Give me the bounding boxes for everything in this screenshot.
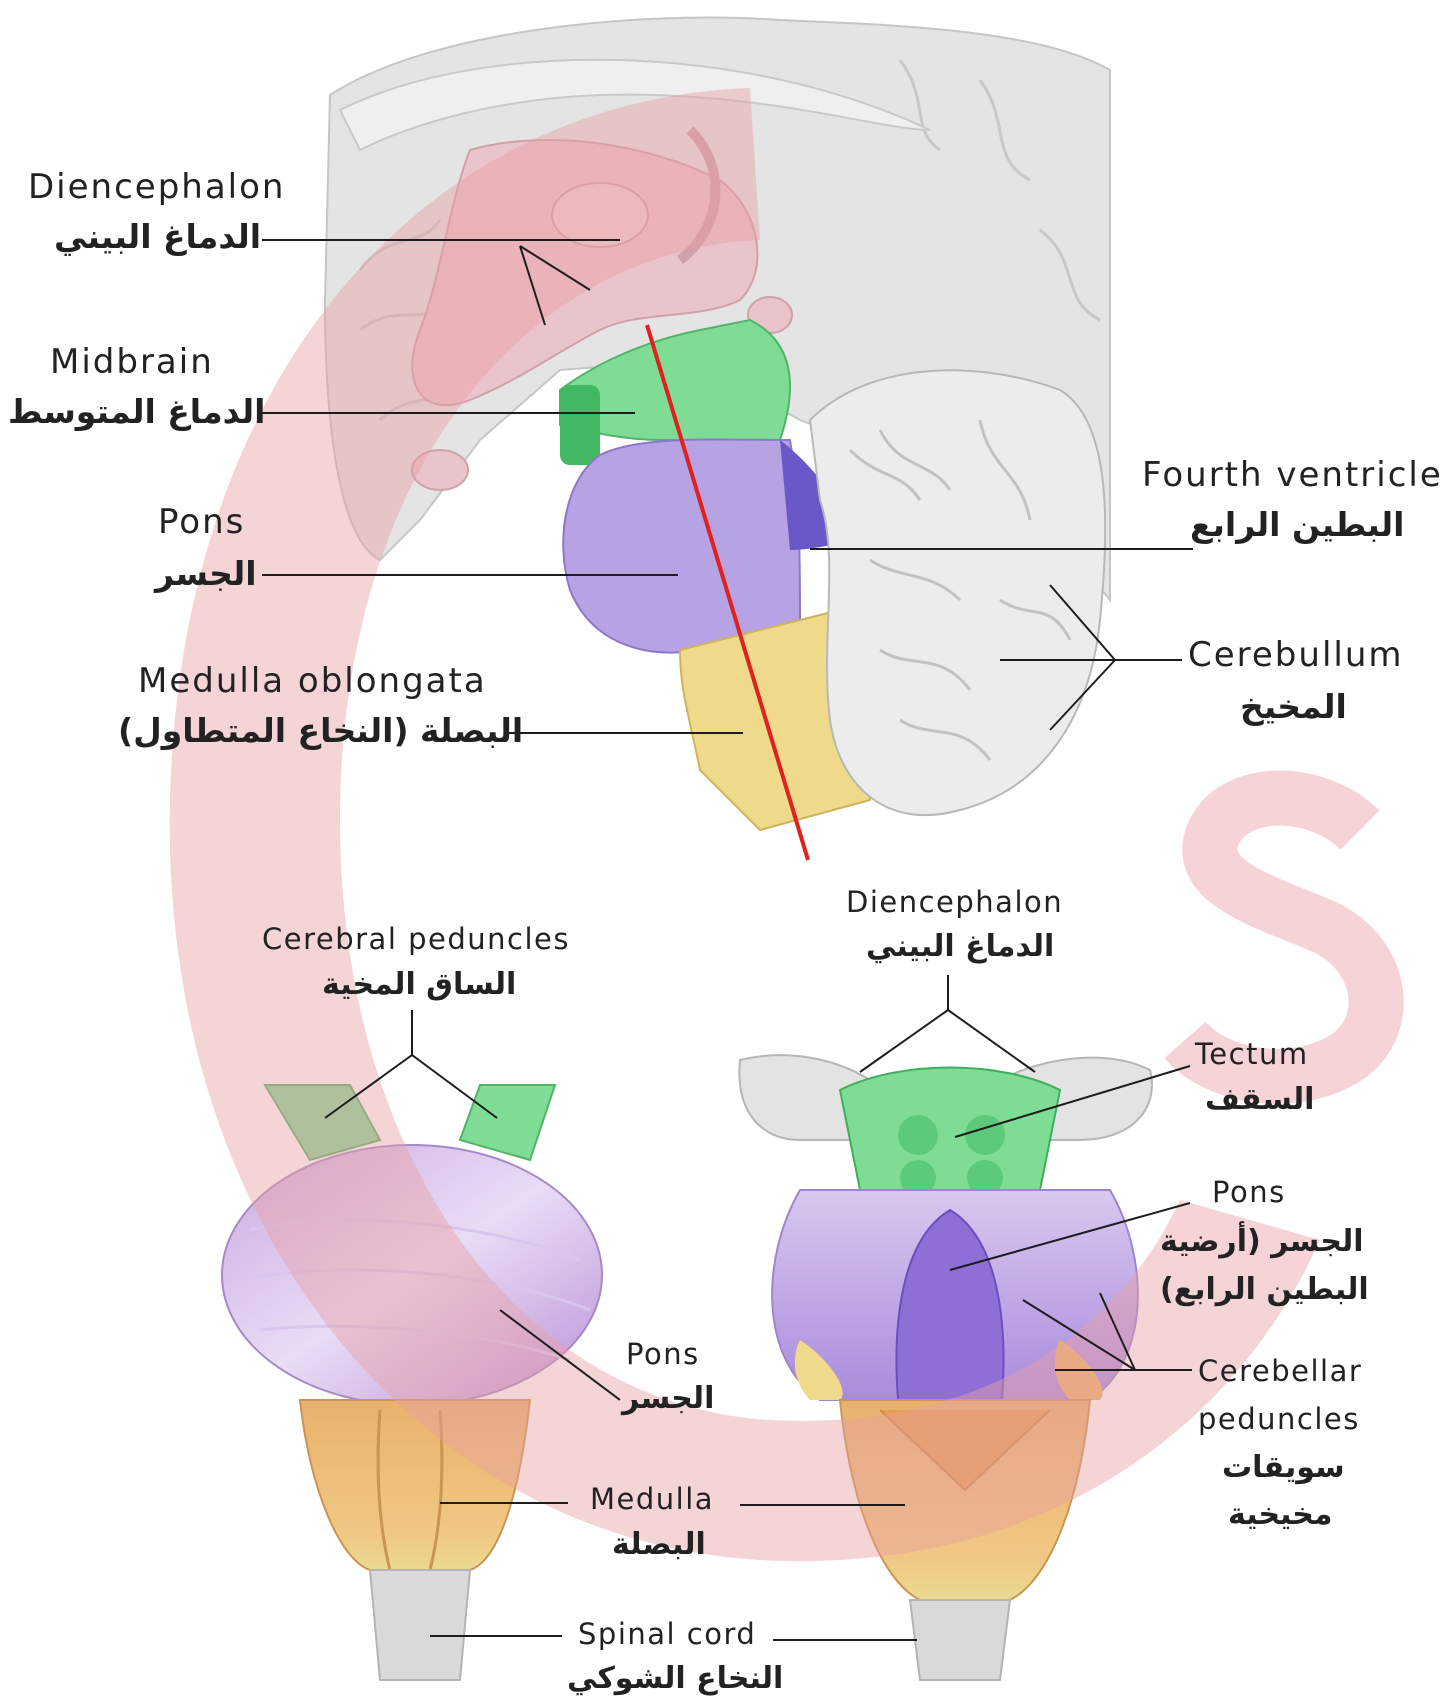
posterior-tectum xyxy=(840,1068,1060,1191)
label-pons-en: Pons xyxy=(158,505,245,539)
label-posterior-diencephalon-en: Diencephalon xyxy=(846,888,1063,917)
label-cerebellar-peduncles-en-line2: peduncles xyxy=(1198,1405,1360,1434)
label-cerebellar-peduncles-ar-line2: مخيخية xyxy=(1228,1500,1333,1530)
label-posterior-pons-ar-line1: الجسر (أرضية xyxy=(1160,1227,1364,1257)
label-cerebellum-ar: المخيخ xyxy=(1240,690,1347,723)
pons-region xyxy=(563,439,800,652)
label-medulla-oblongata-ar: البصلة (النخاع المتطاول) xyxy=(118,714,523,747)
label-diencephalon-en: Diencephalon xyxy=(28,170,285,204)
label-anterior-pons-en: Pons xyxy=(626,1340,700,1369)
colliculus-sup-left xyxy=(898,1115,938,1155)
label-tectum-en: Tectum xyxy=(1195,1040,1309,1069)
label-cerebellar-peduncles-ar-line1: سويقات xyxy=(1222,1453,1345,1483)
aqueduct-green xyxy=(560,385,600,465)
label-posterior-diencephalon-ar: الدماغ البيني xyxy=(866,932,1054,962)
label-posterior-pons-ar-line2: البطين الرابع) xyxy=(1160,1275,1369,1305)
anterior-spinal-cord xyxy=(370,1570,470,1680)
label-midbrain-ar: الدماغ المتوسط xyxy=(8,395,265,428)
label-cerebral-peduncles-en: Cerebral peduncles xyxy=(262,925,570,954)
label-cerebral-peduncles-ar: الساق المخية xyxy=(322,970,516,1000)
label-fourth-ventricle-en: Fourth ventricle xyxy=(1142,458,1443,492)
cerebellum-region xyxy=(810,370,1105,815)
label-spinal-cord-ar: النخاع الشوكي xyxy=(567,1664,783,1694)
posterior-spinal-cord xyxy=(910,1600,1010,1680)
label-fourth-ventricle-ar: البطين الرابع xyxy=(1190,508,1404,541)
label-medulla-oblongata-en: Medulla oblongata xyxy=(138,664,487,698)
label-anterior-pons-ar: الجسر xyxy=(622,1384,714,1414)
colliculus-sup-right xyxy=(965,1115,1005,1155)
label-posterior-pons-en: Pons xyxy=(1212,1178,1286,1207)
label-pons-ar: الجسر xyxy=(155,557,257,590)
label-cerebellar-peduncles-en-line1: Cerebellar xyxy=(1198,1357,1362,1386)
label-midbrain-en: Midbrain xyxy=(50,345,214,379)
label-medulla-ar: البصلة xyxy=(612,1530,706,1560)
anterior-peduncles-right xyxy=(460,1085,555,1160)
label-spinal-cord-en: Spinal cord xyxy=(578,1620,756,1649)
label-cerebellum-en: Cerebullum xyxy=(1188,638,1404,672)
label-tectum-ar: السقف xyxy=(1205,1085,1314,1115)
label-medulla-en: Medulla xyxy=(590,1485,714,1514)
label-diencephalon-ar: الدماغ البيني xyxy=(54,220,261,253)
